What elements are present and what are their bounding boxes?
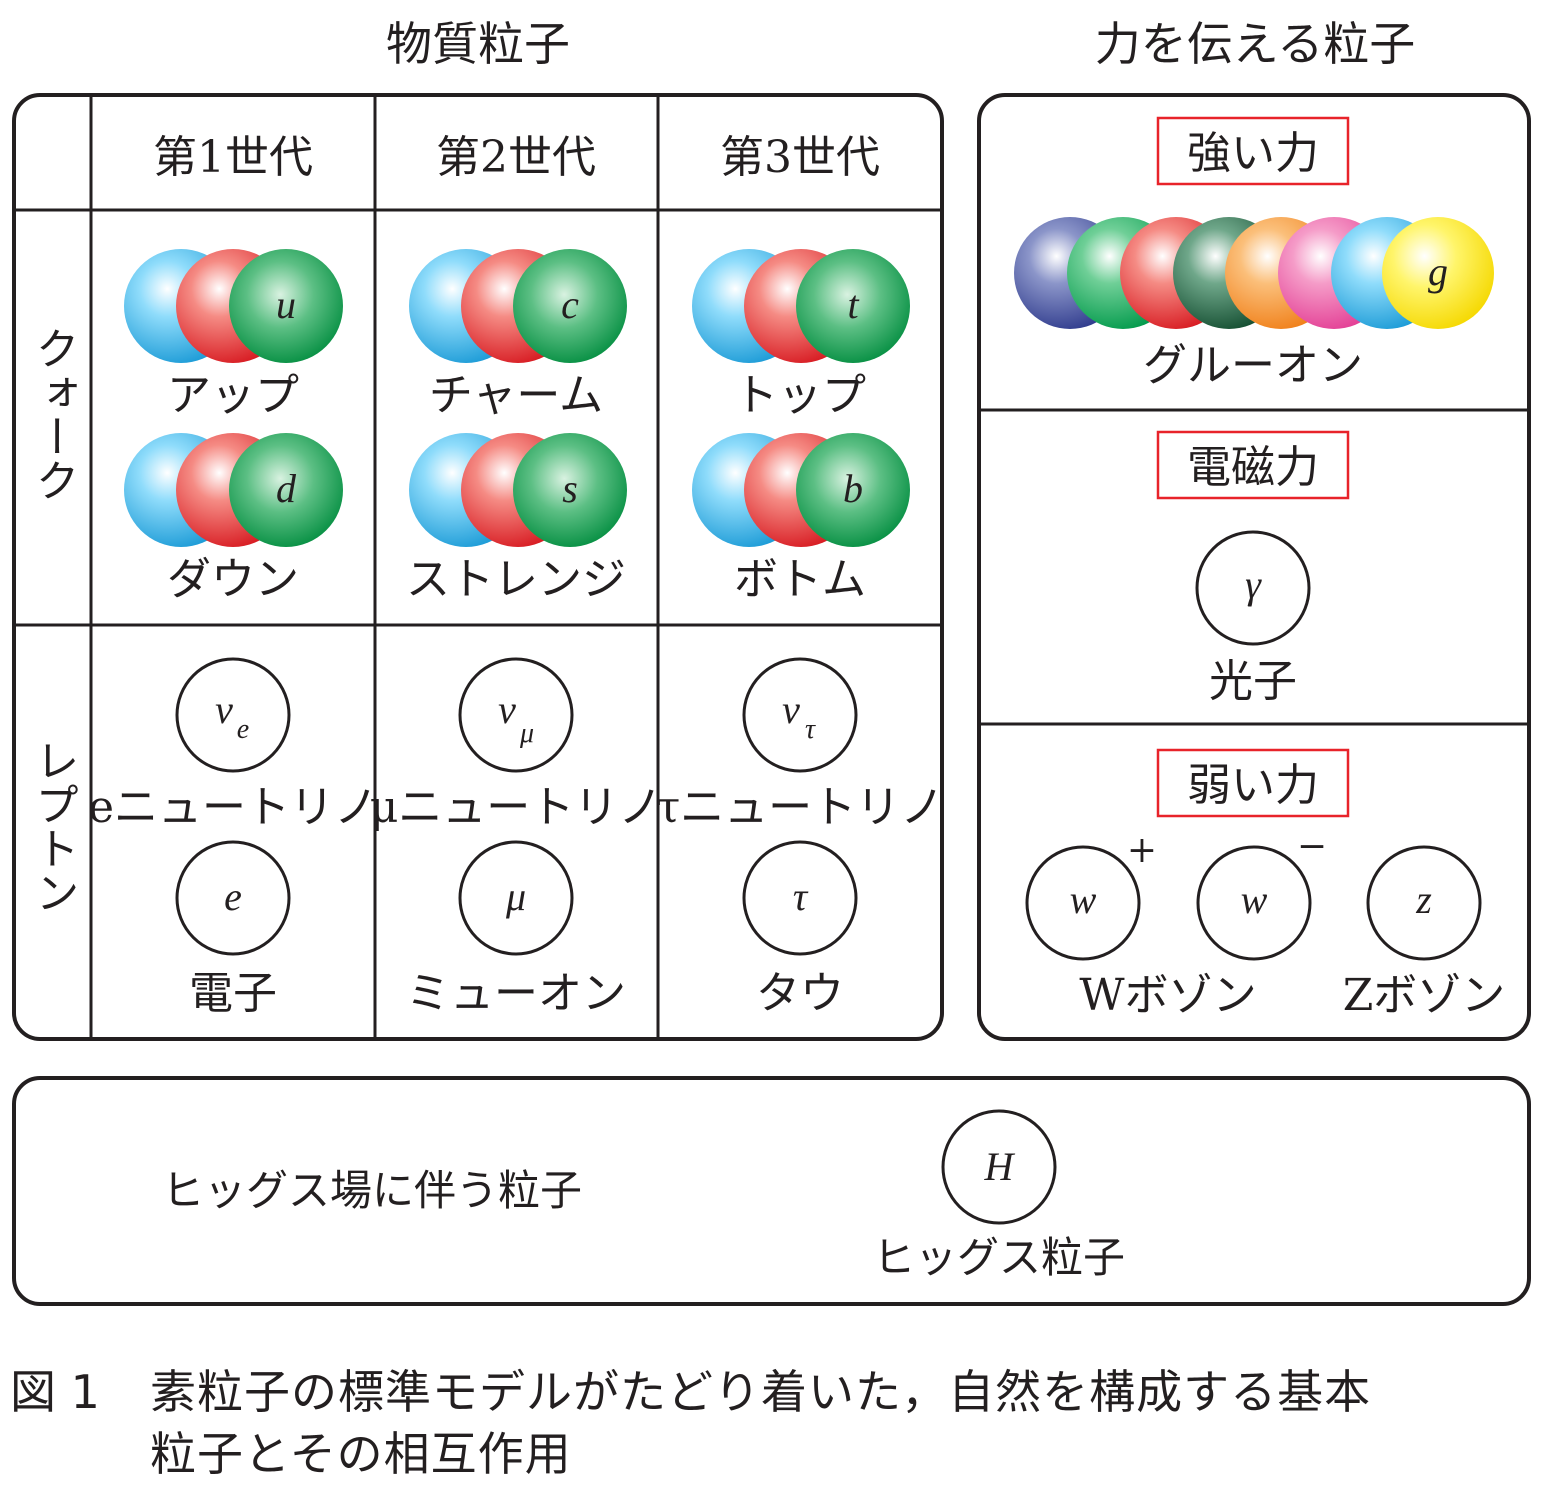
generation-1-header: 第1世代 bbox=[153, 132, 313, 183]
quark-down-name: ダウン bbox=[167, 554, 299, 605]
lepton-row-label: レプトン bbox=[28, 738, 79, 914]
quark-top-symbol: t bbox=[847, 282, 859, 327]
w-minus-sign: − bbox=[1297, 826, 1327, 867]
generation-3-header: 第3世代 bbox=[720, 132, 880, 183]
higgs-name: ヒッグス粒子 bbox=[873, 1233, 1125, 1282]
quark-strange-name: ストレンジ bbox=[406, 554, 626, 605]
strong-force-label-box bbox=[1156, 116, 1350, 186]
gluon-name: グルーオン bbox=[1143, 340, 1363, 391]
neutrino-e-subscript: e bbox=[237, 714, 249, 745]
quark-top: t bbox=[692, 249, 910, 363]
quark-down-symbol: d bbox=[276, 466, 297, 511]
gluon-spheres: g bbox=[1014, 217, 1494, 329]
generation-2-header: 第2世代 bbox=[436, 132, 596, 183]
w-minus-boson: w − bbox=[1196, 826, 1327, 961]
quark-strange-symbol: s bbox=[562, 466, 578, 511]
higgs-field-label: ヒッグス場に伴う粒子 bbox=[162, 1166, 582, 1215]
lepton-tau: τ bbox=[742, 840, 858, 956]
higgs-symbol: H bbox=[984, 1144, 1016, 1189]
matter-title: 物質粒子 bbox=[386, 17, 570, 71]
neutrino-mu-subscript: μ bbox=[519, 718, 534, 749]
weak-force-label-box bbox=[1156, 748, 1350, 818]
photon-name: 光子 bbox=[1209, 656, 1297, 707]
lepton-muon-symbol: μ bbox=[505, 874, 526, 919]
matter-panel bbox=[12, 93, 944, 1041]
quark-strange: s bbox=[409, 433, 627, 547]
quark-row-label: クォーク bbox=[28, 326, 79, 502]
quark-charm-symbol: c bbox=[561, 282, 579, 327]
neutrino-tau: v τ bbox=[742, 657, 858, 773]
z-boson-name: Zボゾン bbox=[1343, 970, 1506, 1021]
w-plus-sign: + bbox=[1127, 830, 1157, 871]
z-symbol: z bbox=[1415, 877, 1432, 922]
lepton-tau-symbol: τ bbox=[793, 874, 809, 919]
neutrino-e-name: eニュートリノ bbox=[88, 782, 378, 833]
neutrino-tau-symbol: v bbox=[782, 687, 800, 732]
force-title: 力を伝える粒子 bbox=[1095, 17, 1416, 71]
neutrino-e-symbol: v bbox=[215, 687, 233, 732]
quark-charm: c bbox=[409, 249, 627, 363]
em-force-label-box bbox=[1156, 430, 1350, 500]
z-boson: z bbox=[1366, 845, 1482, 961]
strong-force-label: 強い力 bbox=[1187, 128, 1319, 179]
caption-number: 図 1 bbox=[10, 1365, 100, 1419]
quark-bottom-symbol: b bbox=[843, 466, 863, 511]
lepton-electron: e bbox=[175, 840, 291, 956]
higgs-panel bbox=[12, 1076, 1531, 1306]
quark-down: d bbox=[124, 433, 343, 547]
w-plus-boson: w + bbox=[1025, 830, 1157, 961]
neutrino-tau-name: τニュートリノ bbox=[656, 782, 944, 833]
lepton-electron-name: 電子 bbox=[189, 968, 277, 1019]
quark-up-symbol: u bbox=[276, 282, 296, 327]
caption-line-2: 粒子とその相互作用 bbox=[150, 1427, 572, 1481]
lepton-electron-symbol: e bbox=[224, 874, 242, 919]
lepton-muon: μ bbox=[458, 840, 574, 956]
lepton-muon-name: ミューオン bbox=[406, 968, 626, 1019]
gluon-symbol: g bbox=[1428, 249, 1448, 294]
quark-bottom: b bbox=[692, 433, 910, 547]
quark-top-name: トップ bbox=[734, 370, 866, 421]
photon: γ bbox=[1195, 530, 1311, 646]
em-force-label: 電磁力 bbox=[1187, 442, 1319, 493]
neutrino-e: v e bbox=[175, 657, 291, 773]
photon-symbol: γ bbox=[1245, 562, 1262, 607]
quark-charm-name: チャーム bbox=[429, 370, 603, 421]
force-panel bbox=[977, 93, 1531, 1041]
caption-line-1: 素粒子の標準モデルがたどり着いた，自然を構成する基本 bbox=[150, 1365, 1371, 1419]
w-minus-symbol: w bbox=[1241, 877, 1268, 922]
quark-up-name: アップ bbox=[167, 370, 299, 421]
neutrino-mu-symbol: v bbox=[498, 687, 516, 732]
w-plus-symbol: w bbox=[1070, 877, 1097, 922]
higgs-boson: H bbox=[941, 1109, 1057, 1225]
quark-bottom-name: ボトム bbox=[734, 554, 866, 605]
weak-force-label: 弱い力 bbox=[1187, 760, 1319, 811]
neutrino-mu: v μ bbox=[458, 657, 574, 773]
w-boson-name: Wボゾン bbox=[1079, 970, 1256, 1021]
quark-up: u bbox=[124, 249, 343, 363]
neutrino-tau-subscript: τ bbox=[805, 714, 816, 745]
lepton-tau-name: タウ bbox=[756, 968, 844, 1019]
neutrino-mu-name: μニュートリノ bbox=[370, 782, 663, 833]
